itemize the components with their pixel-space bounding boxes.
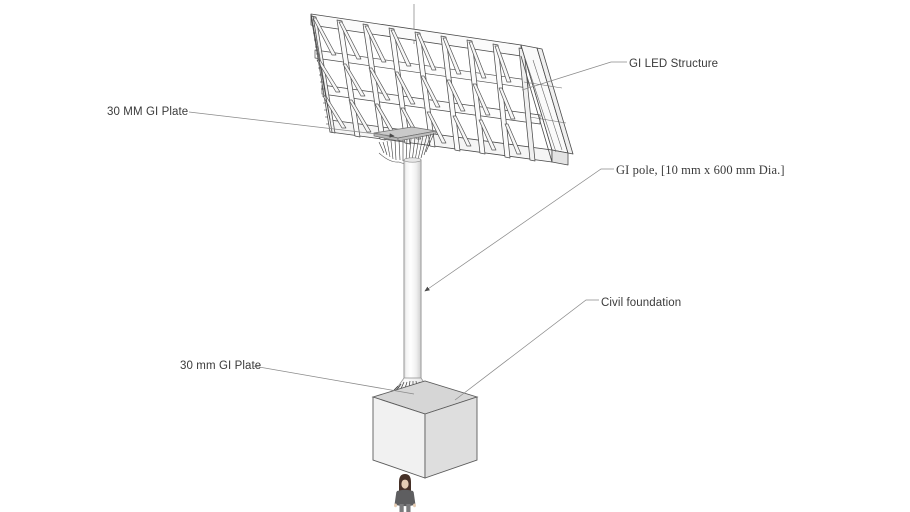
- leader-gi-plate-bottom: [252, 365, 415, 395]
- leader-gi-plate-top: [188, 111, 395, 138]
- leader-civil-foundation: [454, 299, 599, 401]
- top-gusset-ribs: [378, 132, 435, 165]
- human-scale-figure: [394, 474, 416, 512]
- panel-right-end-frame: [520, 44, 574, 166]
- label-gi-pole: GI pole, [10 mm x 600 mm Dia.]: [616, 163, 785, 177]
- label-gi-plate-top: 30 MM GI Plate: [107, 106, 189, 118]
- panel-left-end-frame: [311, 15, 329, 125]
- label-gi-led-structure: GI LED Structure: [629, 58, 719, 70]
- leader-lines: [188, 61, 627, 401]
- label-gi-plate-bottom: 30 mm GI Plate: [180, 360, 262, 372]
- leader-gi-pole: [424, 168, 614, 292]
- leader-gi-led-structure: [521, 61, 627, 91]
- gi-led-structure-assembly: [310, 4, 574, 166]
- gi-pole: [393, 157, 432, 393]
- label-civil-foundation: Civil foundation: [601, 297, 682, 309]
- panel-diagonal-braces: [312, 17, 522, 155]
- civil-foundation: [371, 380, 479, 479]
